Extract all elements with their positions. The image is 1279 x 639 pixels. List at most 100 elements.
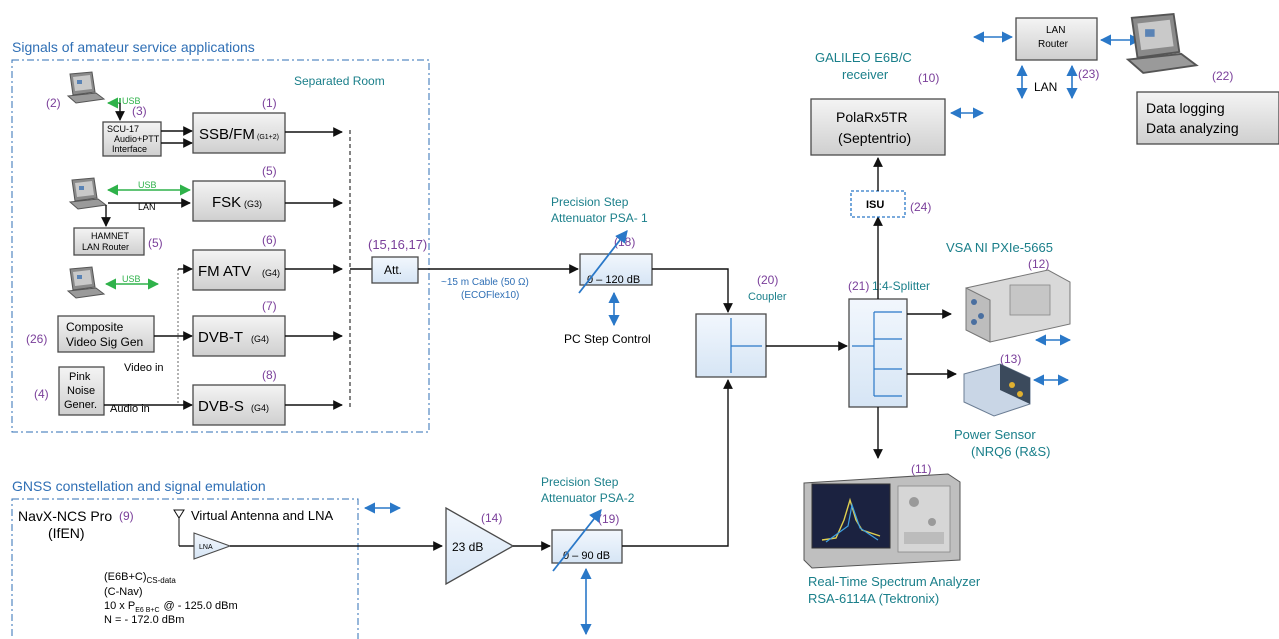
lan-router-label-2: Router bbox=[1038, 39, 1069, 50]
dvbs-sub: (G4) bbox=[251, 403, 269, 413]
lan-label-1: LAN bbox=[138, 202, 156, 212]
fsk-label: FSK bbox=[212, 194, 241, 211]
psa1-label-2: Attenuator PSA- 1 bbox=[551, 211, 648, 225]
gnss-section-title: GNSS constellation and signal emulation bbox=[12, 478, 266, 494]
galileo-label: GALILEO E6B/C bbox=[815, 50, 912, 65]
num-4: (4) bbox=[34, 387, 49, 401]
pc-step-control-label: PC Step Control bbox=[564, 332, 651, 346]
scu17-box bbox=[102, 121, 162, 157]
rtsa-label: Real-Time Spectrum Analyzer bbox=[808, 574, 981, 589]
psa1-label: Precision Step bbox=[551, 195, 629, 209]
septentrio-label: (Septentrio) bbox=[838, 130, 911, 146]
amplifier-23db bbox=[445, 506, 515, 586]
antenna-label: Virtual Antenna and LNA bbox=[191, 508, 333, 523]
psa1-range: 0 – 120 dB bbox=[587, 274, 640, 286]
scu17-label: SCU-17 bbox=[107, 124, 139, 134]
num-18: (18) bbox=[614, 235, 635, 249]
psa1-box bbox=[579, 253, 653, 286]
num-6: (6) bbox=[262, 233, 277, 247]
num-23: (23) bbox=[1078, 67, 1099, 81]
signal-line-1: (E6B+C)CS-data bbox=[104, 571, 176, 585]
polarx-label: PolaRx5TR bbox=[836, 109, 908, 125]
galileo-label-2: receiver bbox=[842, 67, 889, 82]
power-sensor-label: Power Sensor bbox=[954, 427, 1036, 442]
dvbt-sub: (G4) bbox=[251, 334, 269, 344]
fsk-sub: (G3) bbox=[244, 199, 262, 209]
scu17-label-3: Interface bbox=[112, 144, 147, 154]
fmatv-sub: (G4) bbox=[262, 268, 280, 278]
num-21: (21) bbox=[848, 279, 869, 293]
num-20: (20) bbox=[757, 273, 778, 287]
cable-label: ~15 m Cable (50 Ω) bbox=[441, 277, 529, 288]
pink-label-2: Noise bbox=[67, 385, 95, 397]
vsa-label: VSA NI PXIe-5665 bbox=[946, 240, 1053, 255]
ssbfm-box bbox=[192, 112, 286, 154]
num-9: (9) bbox=[119, 509, 134, 523]
pink-label-3: Gener. bbox=[64, 399, 97, 411]
navx-label: NavX-NCS Pro bbox=[18, 508, 112, 524]
num-5: (5) bbox=[262, 164, 277, 178]
isu-label: ISU bbox=[866, 199, 884, 211]
num-10: (10) bbox=[918, 71, 939, 85]
laptop-icon bbox=[67, 266, 105, 299]
dvbs-box bbox=[192, 384, 286, 426]
amateur-section-title: Signals of amateur service applications bbox=[12, 39, 255, 55]
num-14: (14) bbox=[481, 511, 502, 525]
amateur-section-frame bbox=[11, 59, 430, 433]
num-7: (7) bbox=[262, 299, 277, 313]
signal-line-2: (C-Nav) bbox=[104, 586, 143, 598]
gnss-section-frame bbox=[11, 498, 359, 639]
composite-label: Composite bbox=[66, 320, 124, 334]
num-8: (8) bbox=[262, 368, 277, 382]
fmatv-box bbox=[192, 249, 286, 291]
dvbt-box bbox=[192, 315, 286, 357]
hamnet-num: (5) bbox=[148, 236, 163, 250]
data-logging-box bbox=[1136, 91, 1279, 145]
hamnet-label: HAMNET bbox=[91, 231, 130, 241]
usb-label-3: USB bbox=[122, 274, 141, 284]
laptop-icon bbox=[67, 71, 105, 104]
video-in-label: Video in bbox=[124, 362, 164, 374]
ssbfm-sub: (G1+2) bbox=[257, 134, 279, 141]
coupler-label: Coupler bbox=[748, 291, 787, 303]
num-15-16-17: (15,16,17) bbox=[368, 237, 427, 252]
num-22: (22) bbox=[1212, 69, 1233, 83]
vsa-instrument-icon bbox=[965, 269, 1071, 343]
num-13: (13) bbox=[1000, 352, 1021, 366]
usb-label-2: USB bbox=[138, 180, 157, 190]
dvbt-label: DVB-T bbox=[198, 329, 243, 346]
psa2-label: Precision Step bbox=[541, 475, 619, 489]
num-12: (12) bbox=[1028, 257, 1049, 271]
signal-line-4: N = - 172.0 dBm bbox=[104, 614, 184, 626]
lan-router-label: LAN bbox=[1046, 25, 1065, 36]
hamnet-label-2: LAN Router bbox=[82, 242, 129, 252]
hamnet-router-box bbox=[73, 227, 145, 256]
lna-label: LNA bbox=[199, 544, 213, 551]
laptop-icon bbox=[69, 177, 107, 210]
num-3: (3) bbox=[132, 104, 147, 118]
num-24: (24) bbox=[910, 200, 931, 214]
num-2: (2) bbox=[46, 96, 61, 110]
ifen-label: (IfEN) bbox=[48, 525, 85, 541]
num-19: (19) bbox=[598, 512, 619, 526]
att-label: Att. bbox=[384, 263, 402, 277]
attenuator-box bbox=[371, 256, 419, 284]
composite-video-box bbox=[57, 315, 155, 353]
psa2-label-2: Attenuator PSA-2 bbox=[541, 491, 635, 505]
pink-label: Pink bbox=[69, 371, 91, 383]
psa2-range: 0 – 90 dB bbox=[563, 550, 610, 562]
fmatv-label: FM ATV bbox=[198, 263, 251, 280]
spectrum-analyzer-icon bbox=[803, 473, 961, 569]
cable-sub: (ECOFlex10) bbox=[461, 290, 519, 301]
num-11: (11) bbox=[911, 462, 931, 476]
signal-line-3: 10 x PE6 B+C@ - 125.0 dBm bbox=[104, 600, 238, 614]
separated-room-label: Separated Room bbox=[294, 74, 385, 88]
lan-router-box bbox=[1015, 17, 1098, 61]
logging-laptop-icon bbox=[1127, 13, 1198, 74]
splitter-box bbox=[848, 298, 908, 408]
pink-noise-box bbox=[58, 366, 105, 416]
fsk-box bbox=[192, 180, 286, 222]
lna-amplifier bbox=[193, 532, 232, 560]
num-26: (26) bbox=[26, 332, 47, 346]
